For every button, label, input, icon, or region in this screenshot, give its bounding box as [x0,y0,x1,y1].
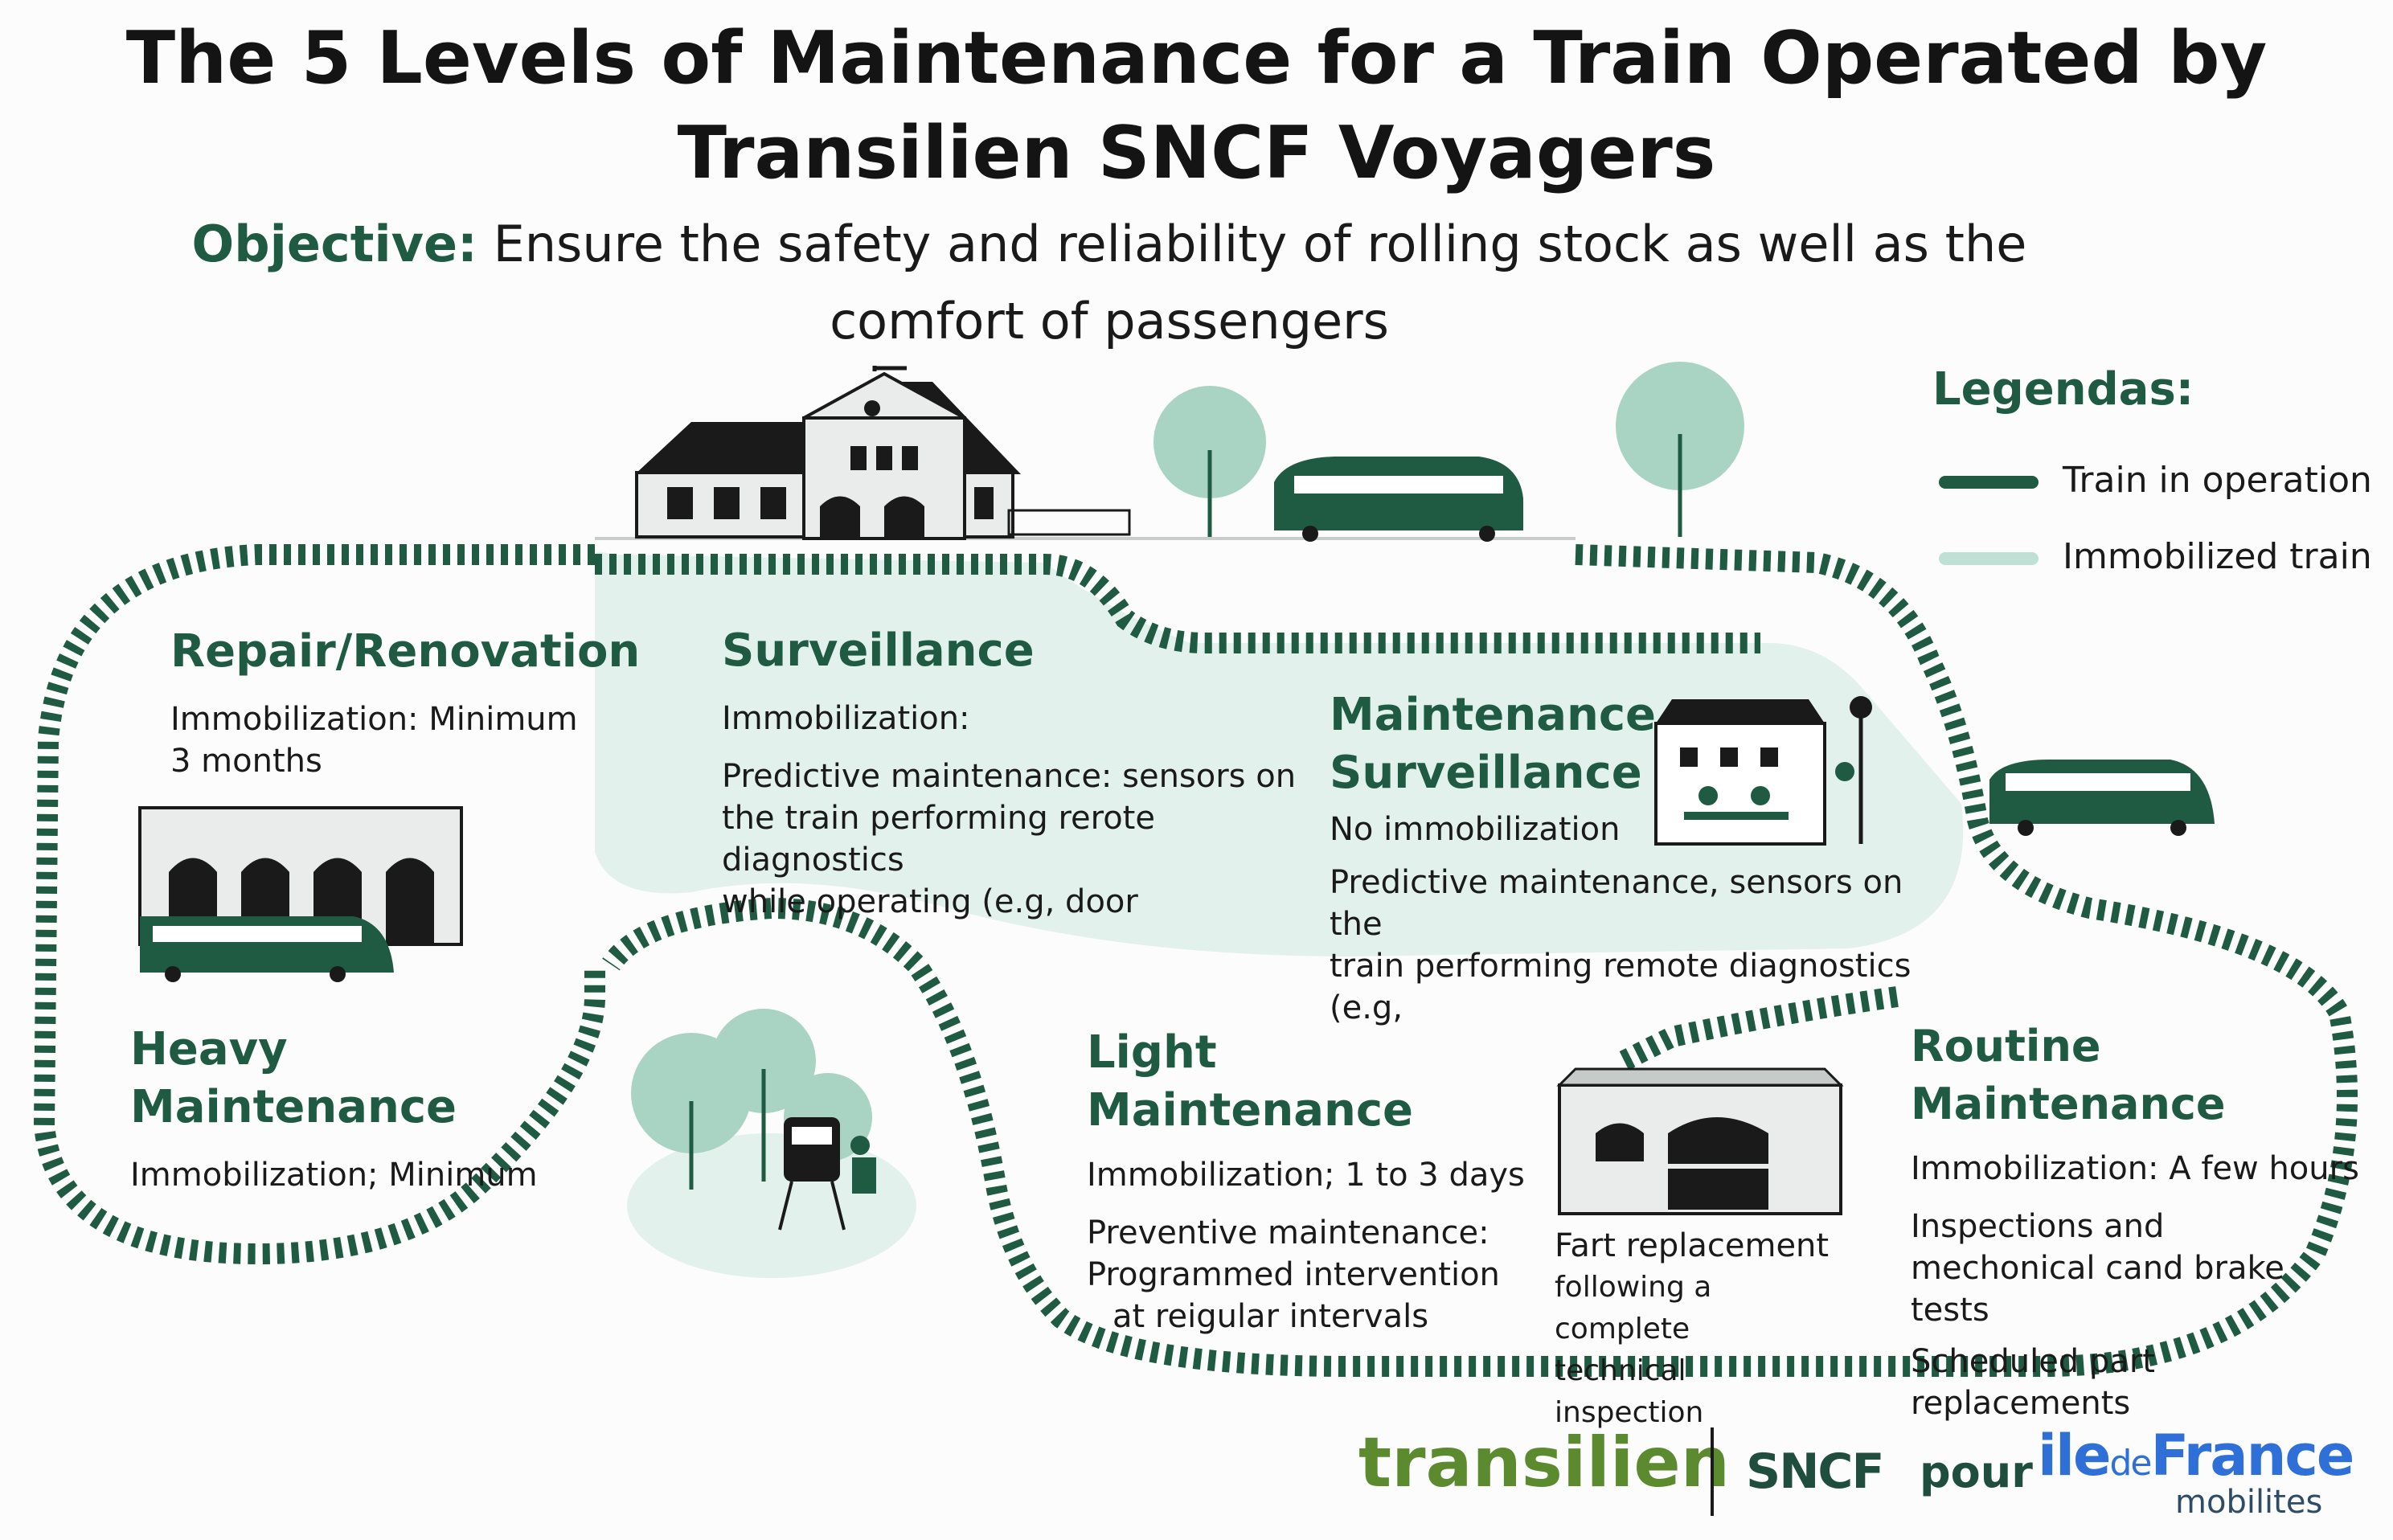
objective-label: Objective: [191,215,477,273]
level-light-line: Preventive maintenance: [1087,1214,1489,1251]
level-light-line: Immobilization; 1 to 3 days [1087,1157,1525,1194]
level-light-heading: Light Maintenance [1087,1026,1414,1137]
level-surveillance-line: Predictive maintenance: sensors on [722,758,1297,795]
legend-swatch-operation [1939,476,2039,489]
level-surveillance-line: Immobilization: [722,700,970,737]
idf-mobilites: mobilites [2175,1484,2323,1521]
objective: Objective: Ensure the safety and reliabi… [129,206,2090,360]
level-routine-line: Immobilization: A few hours [1911,1150,2359,1187]
page-title: The 5 Levels of Maintenance for a Train … [0,11,2393,201]
footer-divider [1711,1427,1714,1516]
legend-label-operation: Train in operation [2063,460,2372,501]
title-text: The 5 Levels of Maintenance for a Train … [125,16,2268,195]
level-repair-heading: Repair/Renovation [170,625,641,678]
level-routine-line: replacements [1911,1385,2131,1422]
transilien-logo: transilien [1358,1423,1730,1503]
idf-ile: ile [2038,1423,2111,1489]
level-maint-surv-line: Predictive maintenance, sensors on the [1330,864,1903,943]
track-top [595,554,1760,653]
level-routine-heading: Routine Maintenance [1911,1021,2226,1129]
level-heavy: Heavy Maintenance Immobilization; Minimu… [130,1021,613,1196]
level-repair-line: 3 months [170,743,322,780]
legend-title: Legendas: [1932,363,2194,416]
level-surveillance: Surveillance Immobilization: Predictive … [722,622,1301,923]
tree-top-1 [1153,386,1266,537]
level-routine-line: mechonical cand brake tests [1911,1250,2284,1329]
sncf-logo: SNCF [1746,1444,1884,1500]
idf-de: de [2109,1443,2152,1484]
level-surveillance-line: the train performing rerote diagnostics [722,800,1155,879]
track [33,544,2358,1377]
legend-item-immobilized: Immobilized train [1939,536,2372,577]
level-heavy-line: Immobilization; Minimum [130,1157,538,1194]
surveillance-zone [594,551,1964,956]
tree-top-2 [1616,362,1744,537]
legend-label-immobilized: Immobilized train [2063,536,2372,577]
track-inner [1619,986,1899,1071]
light-shed [1556,1067,1844,1215]
train-depot [140,916,394,982]
level-repair: Repair/Renovation Immobilization: Minimu… [170,623,641,782]
level-routine: Routine Maintenance Immobilization: A fe… [1911,1018,2361,1424]
track-upper-right [602,544,2358,1377]
legend-swatch-immobilized [1939,552,2039,565]
idf-france: France [2150,1423,2354,1489]
maint-surv-building [1654,696,1872,846]
level-light: Light Maintenance Immobilization; 1 to 3… [1087,1024,1537,1337]
level-surveillance-heading: Surveillance [722,625,1035,677]
part-replacement-line: technical inspection [1555,1354,1704,1429]
level-maint-surv: Maintenance Surveillance No immobilizati… [1330,686,1940,1029]
level-light-line: at reigular intervals [1112,1298,1429,1335]
train-top [1274,457,1523,542]
level-maint-surv-heading-1: Maintenance [1330,689,1657,741]
level-maint-surv-line: train performing remote diagnostics (e.g… [1330,948,1912,1026]
part-replacement-line: Fart replacement [1555,1227,1830,1264]
level-heavy-heading: Heavy Maintenance [130,1023,457,1133]
level-routine-line: Inspections and [1911,1208,2165,1245]
objective-text: Ensure the safety and reliability of rol… [493,215,2027,350]
track-outer-left [33,544,605,1265]
level-repair-line: Immobilization: Minimum [170,701,578,738]
footer-pour: pour [1920,1447,2033,1497]
forest-scene [627,1009,916,1278]
train-right [1989,760,2215,836]
level-routine-line: Scheduled part [1911,1343,2155,1380]
legend-item-operation: Train in operation [1939,460,2372,501]
level-surveillance-line: while operating (e.g, door [722,883,1138,920]
level-light-line: Programmed intervention [1087,1256,1500,1293]
level-part-replacement: Fart replacement following a complete te… [1555,1225,1844,1434]
level-maint-surv-heading-2: Surveillance [1330,747,1642,799]
level-maint-surv-line: No immobilization [1330,811,1621,848]
part-replacement-line: following a complete [1555,1271,1712,1345]
station-building [635,366,1131,540]
idf-logo: iledeFrance [2038,1423,2354,1489]
